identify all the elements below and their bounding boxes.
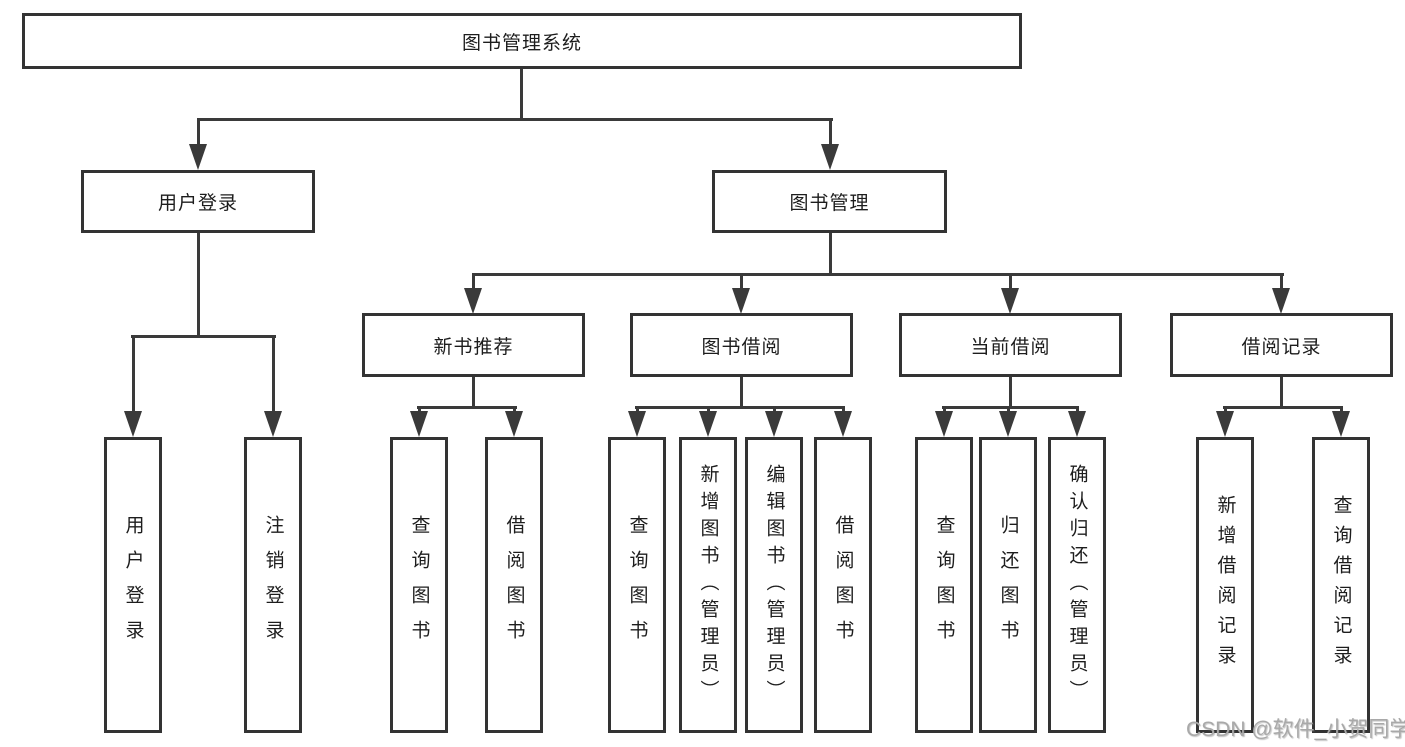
connector-line	[472, 273, 475, 290]
connector-line	[272, 335, 275, 412]
connector-line	[418, 406, 421, 414]
leaf-query-books-current-label: 查询图书	[933, 515, 955, 655]
node-user-login: 用户登录	[81, 170, 315, 233]
leaf-logout-label: 注销登录	[262, 515, 284, 655]
leaf-query-books-current: 查询图书	[915, 437, 973, 733]
arrow-down-icon	[124, 411, 142, 437]
leaf-edit-books-admin-label: 编辑图书（管理员）	[763, 463, 785, 707]
node-library-system: 图书管理系统	[22, 13, 1022, 69]
connector-line	[1076, 406, 1079, 414]
connector-line	[773, 406, 776, 414]
leaf-query-books-borrow-label: 查询图书	[626, 515, 648, 655]
connector-line	[943, 406, 946, 414]
connector-line	[1009, 377, 1012, 407]
connector-line	[1223, 406, 1343, 409]
arrow-down-icon	[410, 411, 428, 437]
connector-line	[197, 233, 200, 335]
connector-line	[1224, 406, 1227, 414]
arrow-down-icon	[699, 411, 717, 437]
node-new-book-recommend-label: 新书推荐	[433, 336, 514, 358]
connector-line	[472, 273, 1284, 276]
node-user-login-label: 用户登录	[157, 193, 238, 214]
arrow-down-icon	[464, 288, 482, 314]
node-book-borrow-label: 图书借阅	[701, 336, 782, 358]
leaf-logout: 注销登录	[244, 437, 302, 733]
leaf-edit-books-admin: 编辑图书（管理员）	[745, 437, 803, 733]
connector-line	[197, 118, 833, 121]
arrow-down-icon	[935, 411, 953, 437]
connector-line	[829, 233, 832, 276]
arrow-down-icon	[1068, 411, 1086, 437]
connector-line	[417, 406, 517, 409]
arrow-down-icon	[1272, 288, 1290, 314]
arrow-down-icon	[264, 411, 282, 437]
leaf-query-books-borrow: 查询图书	[608, 437, 666, 733]
connector-line	[842, 406, 845, 414]
connector-line	[132, 335, 135, 412]
arrow-down-icon	[1332, 411, 1350, 437]
node-book-management-label: 图书管理	[789, 193, 870, 214]
arrow-down-icon	[765, 411, 783, 437]
arrow-down-icon	[999, 411, 1017, 437]
leaf-user-login: 用户登录	[104, 437, 162, 733]
leaf-confirm-return-admin-label: 确认归还（管理员）	[1066, 463, 1088, 707]
connector-line	[520, 69, 523, 118]
arrow-down-icon	[1216, 411, 1234, 437]
leaf-query-books-recommend: 查询图书	[390, 437, 448, 733]
leaf-borrow-books-label: 借阅图书	[832, 515, 854, 655]
connector-line	[1009, 273, 1012, 290]
arrow-down-icon	[628, 411, 646, 437]
leaf-borrow-books: 借阅图书	[814, 437, 872, 733]
leaf-user-login-label: 用户登录	[122, 515, 144, 655]
arrow-down-icon	[505, 411, 523, 437]
leaf-add-books-admin: 新增图书（管理员）	[679, 437, 737, 733]
connector-line	[636, 406, 639, 414]
connector-line	[635, 406, 845, 409]
node-current-borrow-label: 当前借阅	[970, 336, 1051, 358]
connector-line	[1280, 377, 1283, 407]
leaf-borrow-books-recommend: 借阅图书	[485, 437, 543, 733]
arrow-down-icon	[1001, 288, 1019, 314]
connector-line	[1280, 273, 1283, 290]
arrow-down-icon	[189, 144, 207, 170]
connector-line	[740, 273, 743, 290]
watermark-text: CSDN @软件_小贺同学	[1186, 718, 1405, 741]
leaf-add-books-admin-label: 新增图书（管理员）	[697, 463, 719, 707]
connector-line	[740, 377, 743, 407]
connector-line	[131, 335, 276, 338]
leaf-query-borrow-record: 查询借阅记录	[1312, 437, 1370, 733]
arrow-down-icon	[834, 411, 852, 437]
connector-line	[829, 118, 832, 146]
connector-line	[1340, 406, 1343, 414]
connector-line	[472, 377, 475, 407]
leaf-confirm-return-admin: 确认归还（管理员）	[1048, 437, 1106, 733]
connector-line	[1007, 406, 1010, 414]
node-borrow-records-label: 借阅记录	[1241, 336, 1322, 358]
leaf-add-borrow-record-label: 新增借阅记录	[1214, 495, 1236, 675]
connector-line	[707, 406, 710, 414]
arrow-down-icon	[821, 144, 839, 170]
node-current-borrow: 当前借阅	[899, 313, 1122, 377]
leaf-return-books-label: 归还图书	[997, 515, 1019, 655]
connector-line	[197, 118, 200, 146]
leaf-return-books: 归还图书	[979, 437, 1037, 733]
leaf-query-books-recommend-label: 查询图书	[408, 515, 430, 655]
node-book-borrow: 图书借阅	[630, 313, 853, 377]
connector-line	[513, 406, 516, 414]
node-book-management: 图书管理	[712, 170, 947, 233]
arrow-down-icon	[732, 288, 750, 314]
node-new-book-recommend: 新书推荐	[362, 313, 585, 377]
leaf-borrow-books-recommend-label: 借阅图书	[503, 515, 525, 655]
connector-line	[942, 406, 1079, 409]
leaf-query-borrow-record-label: 查询借阅记录	[1330, 495, 1352, 675]
leaf-add-borrow-record: 新增借阅记录	[1196, 437, 1254, 733]
node-library-system-label: 图书管理系统	[461, 32, 582, 54]
node-borrow-records: 借阅记录	[1170, 313, 1393, 377]
